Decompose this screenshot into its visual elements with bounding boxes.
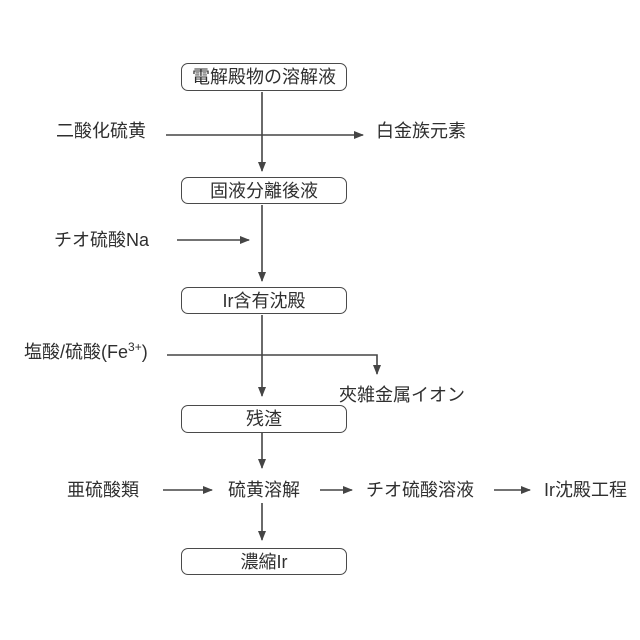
label-thiosulfate-solution: チオ硫酸溶液 [366,480,474,500]
label-ir-precipitation-process: Ir沈殿工程 [544,480,627,500]
box-ir-precipitate: Ir含有沈殿 [181,287,347,314]
label-sulfites: 亜硫酸類 [67,480,139,500]
label-sodium-thiosulfate: チオ硫酸Na [54,230,150,250]
box-residue: 残渣 [181,405,347,433]
box-dissolution-liquid: 電解殿物の溶解液 [181,63,347,91]
label-fe3-superscript: 3+ [128,340,142,354]
box-concentrated-ir: 濃縮Ir [181,548,347,575]
label-hcl-h2so4-close: ) [141,342,148,362]
label-impurity-metal-ions: 夾雑金属イオン [339,385,465,405]
label-hcl-h2so4-main: 塩酸/硫酸(Fe [24,342,129,362]
label-platinum-group-elements: 白金族元素 [376,121,466,141]
edge-acid-in-branch-impurity [167,354,381,375]
label-sulfur-dissolution: 硫黄溶解 [228,480,300,500]
label-sulfur-dioxide: 二酸化硫黄 [56,121,146,141]
label-hcl-h2so4-fe3: 塩酸/硫酸(Fe3+) [24,340,148,362]
box-post-separation-liquid: 固液分離後液 [181,177,347,204]
